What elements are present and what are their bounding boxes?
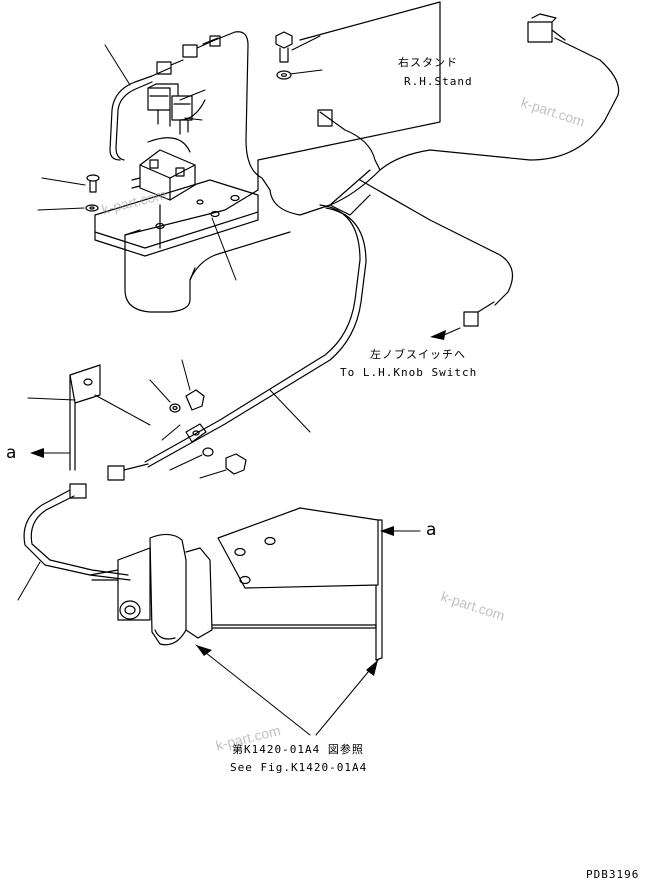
small-bracket <box>69 364 101 471</box>
wiring-harness-lower <box>23 204 367 581</box>
view-a-label-left: a <box>6 443 17 463</box>
bolt-washer-top <box>275 31 293 80</box>
arrow-shafts <box>43 327 461 532</box>
see-fig-label-en: See Fig.K1420-01A4 <box>230 761 368 774</box>
harness-clip <box>185 423 207 443</box>
rh-stand-panel <box>124 1 441 313</box>
see-fig-label-ja: 第K1420-01A4 図参照 <box>232 743 364 756</box>
mounting-plate <box>94 179 259 257</box>
drawing-code: PDB3196 <box>586 868 640 881</box>
view-a-label-right: a <box>426 520 437 540</box>
lh-knob-label-ja: 左ノブスイッチへ <box>370 348 466 361</box>
bolt-washer-mid <box>169 389 247 475</box>
arrowheads <box>30 330 446 676</box>
lh-knob-label-en: To L.H.Knob Switch <box>340 366 478 379</box>
rh-stand-label-ja: 右スタンド <box>398 56 458 69</box>
connector-block <box>131 137 196 201</box>
relay-block <box>147 83 193 135</box>
bolt-washer-left <box>85 174 100 212</box>
bracket-plate <box>211 507 383 661</box>
knob-switch <box>89 533 213 646</box>
leader-lines <box>17 35 379 736</box>
wiring-harness-upper <box>109 13 620 327</box>
rh-stand-label-en: R.H.Stand <box>404 75 473 88</box>
